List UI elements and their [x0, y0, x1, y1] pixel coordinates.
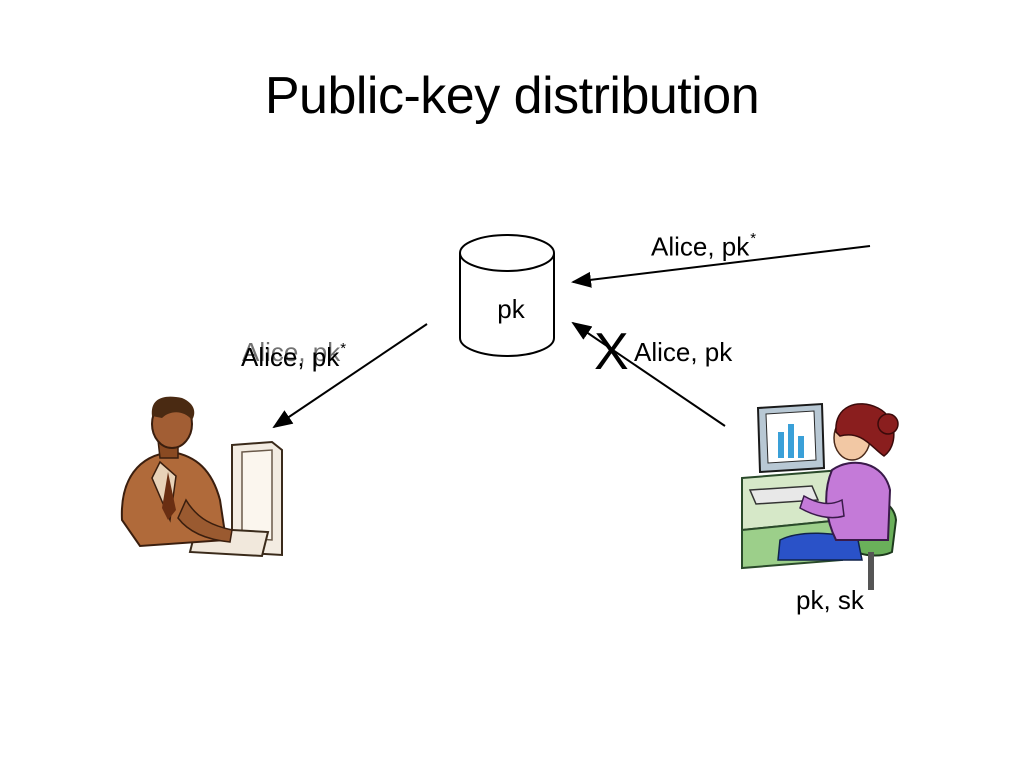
- forged-upload-asterisk: *: [750, 230, 757, 247]
- slide-title: Public-key distribution: [264, 67, 760, 125]
- forged-upload-label: Alice, pk*: [651, 226, 756, 263]
- forged-upload-text: Alice, pk: [651, 231, 750, 262]
- delivered-text: Alice, pk: [241, 341, 340, 372]
- honest-upload-arrow: [571, 321, 726, 427]
- man-at-computer-icon: [120, 396, 283, 558]
- delivered-label: Alice, pk Alice, pk*: [241, 336, 346, 373]
- database-label: pk: [497, 294, 525, 324]
- delivered-asterisk: *: [340, 340, 347, 357]
- blocked-x-mark: X: [594, 323, 629, 381]
- alice-keys-label: pk, sk: [796, 585, 864, 615]
- forged-upload-arrow: [571, 245, 871, 288]
- honest-upload-label: Alice, pk: [634, 337, 733, 367]
- delivered-label-shadow: Alice, pk: [242, 337, 341, 367]
- database-icon: [459, 234, 555, 357]
- woman-at-computer-icon: [741, 402, 899, 590]
- delivery-arrow: [272, 323, 428, 429]
